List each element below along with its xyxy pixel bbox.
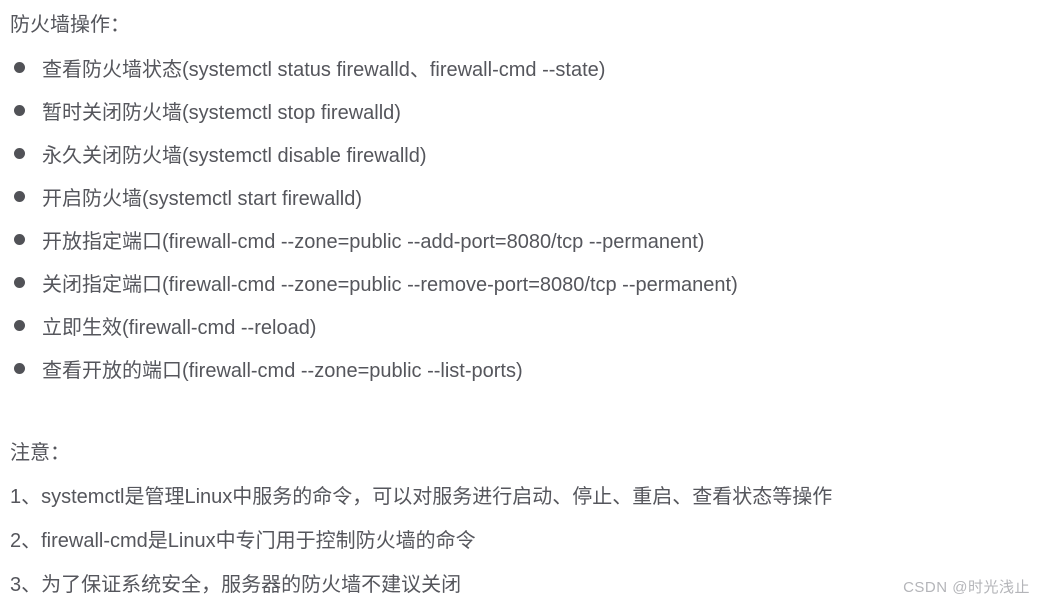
section-title: 防火墙操作： — [10, 14, 130, 36]
note-item: 3、为了保证系统安全，服务器的防火墙不建议关闭 — [10, 573, 462, 596]
note-item: 2、firewall-cmd是Linux中专门用于控制防火墙的命令 — [10, 529, 476, 552]
list-item: 关闭指定端口(firewall-cmd --zone=public --remo… — [0, 261, 1048, 304]
list-item-text: 开启防火墙(systemctl start firewalld) — [42, 188, 363, 210]
list-item-text: 查看防火墙状态(systemctl status firewalld、firew… — [42, 59, 606, 81]
list-item: 永久关闭防火墙(systemctl disable firewalld) — [0, 132, 1048, 175]
bullet-icon — [14, 62, 25, 73]
list-item-text: 查看开放的端口(firewall-cmd --zone=public --lis… — [42, 360, 523, 382]
list-item: 查看防火墙状态(systemctl status firewalld、firew… — [0, 46, 1048, 89]
note-item: 1、systemctl是管理Linux中服务的命令，可以对服务进行启动、停止、重… — [10, 485, 833, 508]
list-item: 立即生效(firewall-cmd --reload) — [0, 304, 1048, 347]
bullet-icon — [14, 363, 25, 374]
bullet-icon — [14, 234, 25, 245]
firewall-operations-list: 查看防火墙状态(systemctl status firewalld、firew… — [0, 46, 1048, 390]
bullet-icon — [14, 105, 25, 116]
list-item: 查看开放的端口(firewall-cmd --zone=public --lis… — [0, 347, 1048, 390]
note-heading: 注意： — [10, 441, 70, 464]
bullet-icon — [14, 148, 25, 159]
list-item-text: 永久关闭防火墙(systemctl disable firewalld) — [42, 145, 427, 167]
list-item-text: 立即生效(firewall-cmd --reload) — [42, 317, 317, 339]
bullet-icon — [14, 277, 25, 288]
list-item-text: 暂时关闭防火墙(systemctl stop firewalld) — [42, 102, 401, 124]
watermark: CSDN @时光浅止 — [903, 579, 1030, 596]
list-item-text: 关闭指定端口(firewall-cmd --zone=public --remo… — [42, 274, 738, 296]
list-item: 开启防火墙(systemctl start firewalld) — [0, 175, 1048, 218]
bullet-icon — [14, 191, 25, 202]
bullet-icon — [14, 320, 25, 331]
list-item: 开放指定端口(firewall-cmd --zone=public --add-… — [0, 218, 1048, 261]
list-item: 暂时关闭防火墙(systemctl stop firewalld) — [0, 89, 1048, 132]
list-item-text: 开放指定端口(firewall-cmd --zone=public --add-… — [42, 231, 705, 253]
notes-section: 注意： 1、systemctl是管理Linux中服务的命令，可以对服务进行启动、… — [10, 428, 1040, 603]
